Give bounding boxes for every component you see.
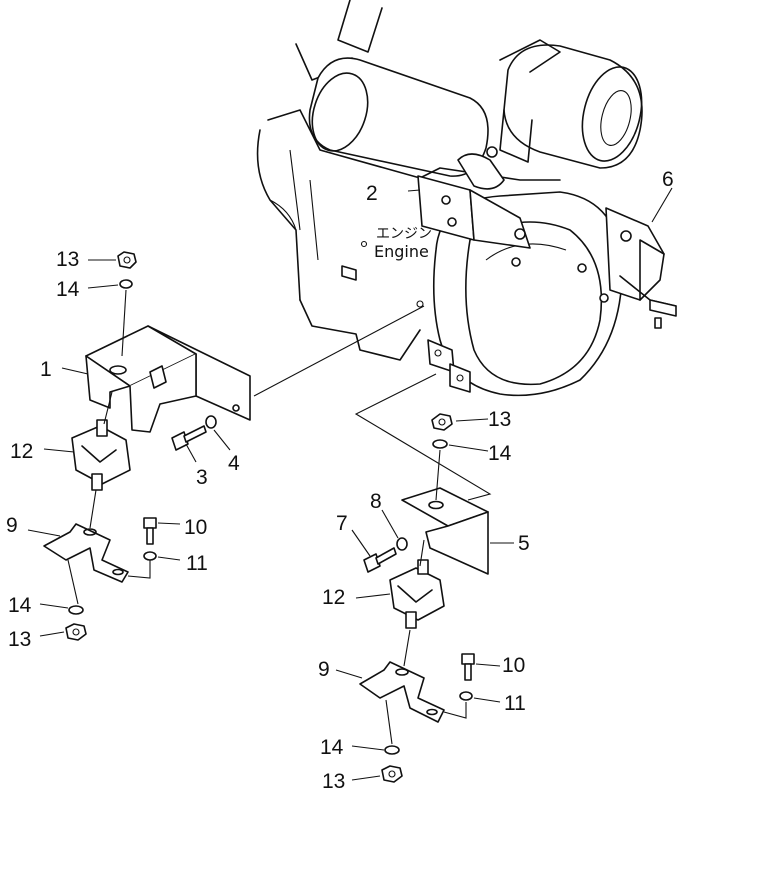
callout-numbers: 2 6 13 14 1 12 3 4 9 10 11 14 13 13 14 8…	[6, 168, 674, 793]
bracket-9-left	[43, 523, 129, 583]
callout-5: 5	[518, 532, 530, 555]
callout-13: 13	[488, 408, 511, 431]
callout-14: 14	[56, 278, 80, 301]
callout-13: 13	[322, 770, 345, 793]
callout-6: 6	[662, 168, 674, 191]
callout-1: 1	[40, 358, 52, 381]
bracket-6	[577, 207, 677, 329]
callout-4: 4	[228, 452, 240, 475]
engine-label-en: Engine	[374, 242, 429, 261]
callout-2: 2	[366, 182, 378, 205]
callout-10: 10	[184, 516, 207, 539]
bracket-2	[417, 146, 531, 267]
assembly-lines	[27, 187, 673, 781]
callout-14: 14	[8, 594, 32, 617]
right-hardware	[363, 413, 475, 783]
callout-14: 14	[488, 442, 512, 465]
callout-13: 13	[8, 628, 31, 651]
left-hardware	[65, 251, 217, 641]
mount-rubber-12-right	[389, 559, 445, 629]
bracket-5	[401, 487, 489, 575]
engine-label-jp: エンジン	[376, 226, 432, 242]
bracket-1	[85, 325, 251, 433]
callout-11: 11	[504, 692, 526, 715]
callout-14: 14	[320, 736, 344, 759]
callout-9: 9	[318, 658, 330, 681]
callout-7: 7	[336, 512, 348, 535]
engine-assembly	[256, 0, 643, 397]
callout-3: 3	[196, 466, 208, 489]
callout-9: 9	[6, 514, 18, 537]
callout-13: 13	[56, 248, 79, 271]
callout-10: 10	[502, 654, 525, 677]
callout-12: 12	[10, 440, 33, 463]
callout-8: 8	[370, 490, 382, 513]
bracket-9-right	[359, 661, 445, 723]
callout-12: 12	[322, 586, 345, 609]
mount-rubber-12-left	[71, 419, 131, 491]
callout-11: 11	[186, 552, 208, 575]
